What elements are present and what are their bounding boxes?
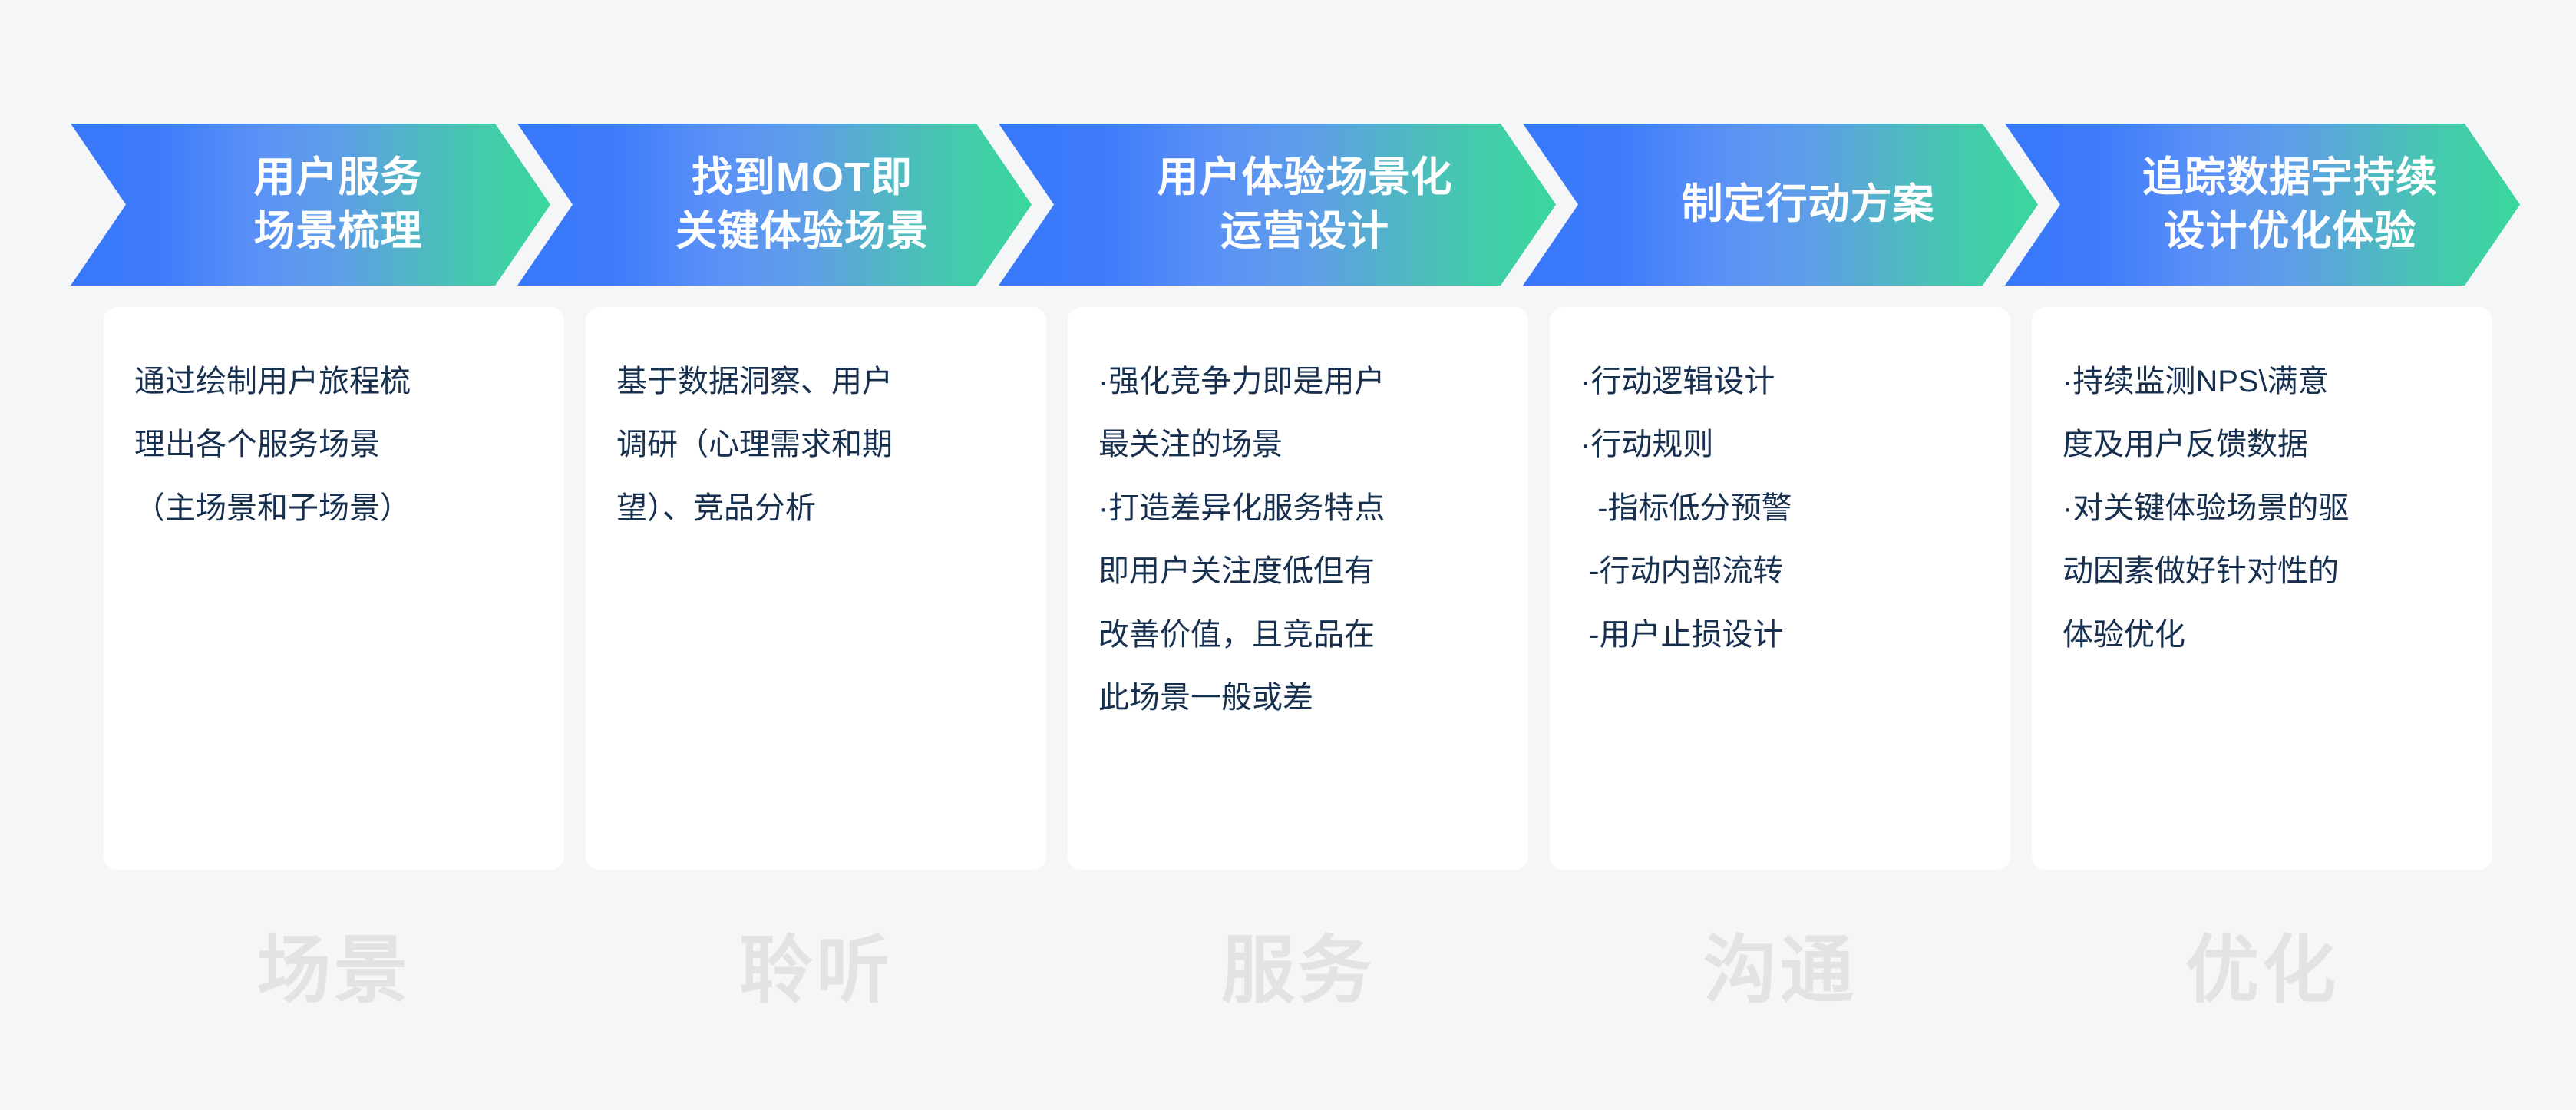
chevron-shape-4[interactable] <box>1523 124 2038 286</box>
chevron-shape-3[interactable] <box>999 124 1556 286</box>
card-body-text: ·行动逻辑设计 ·行动规则 -指标低分预警 -行动内部流转 -用户止损设计 <box>1580 365 1792 652</box>
watermark-1: 场景 <box>257 930 411 1012</box>
detail-card-4: ·行动逻辑设计 ·行动规则 -指标低分预警 -行动内部流转 -用户止损设计 <box>1550 307 2010 870</box>
watermark-4: 沟通 <box>1703 930 1857 1012</box>
chevron-shape-5[interactable] <box>2005 124 2520 286</box>
detail-card-1: 通过绘制用户旅程梳 理出各个服务场景 （主场景和子场景） <box>104 307 564 870</box>
chevron-shapes <box>71 124 2520 286</box>
chevron-shape-1[interactable] <box>71 124 550 286</box>
card-body-text: ·持续监测NPS\满意 度及用户反馈数据 ·对关键体验场景的驱 动因素做好针对性… <box>2062 365 2350 652</box>
detail-card-5: ·持续监测NPS\满意 度及用户反馈数据 ·对关键体验场景的驱 动因素做好针对性… <box>2032 307 2492 870</box>
card-body-text: 基于数据洞察、用户 调研（心理需求和期 望）、竞品分析 <box>616 365 893 525</box>
watermark-2: 聆听 <box>739 930 893 1012</box>
process-chevron-band: 用户服务 场景梳理 找到MOT即 关键体验场景 用户体验场景化 运营设计 制定行… <box>0 124 2576 286</box>
detail-card-2: 基于数据洞察、用户 调研（心理需求和期 望）、竞品分析 <box>586 307 1046 870</box>
card-body-text: 通过绘制用户旅程梳 理出各个服务场景 （主场景和子场景） <box>134 365 411 525</box>
watermark-3: 服务 <box>1221 930 1375 1012</box>
detail-card-3: ·强化竞争力即是用户 最关注的场景 ·打造差异化服务特点 即用户关注度低但有 改… <box>1068 307 1528 870</box>
watermark-5: 优化 <box>2185 930 2339 1012</box>
card-body-text: ·强化竞争力即是用户 最关注的场景 ·打造差异化服务特点 即用户关注度低但有 改… <box>1098 365 1385 715</box>
chevron-shape-2[interactable] <box>517 124 1032 286</box>
